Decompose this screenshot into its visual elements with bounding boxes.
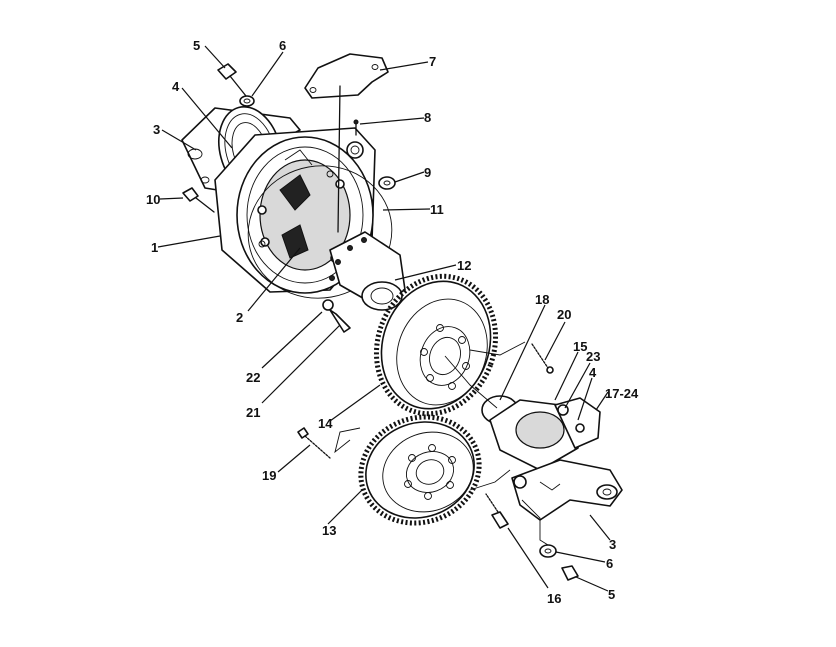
washer-top: [239, 95, 255, 107]
bolt-21-22: [322, 299, 351, 333]
stud-16: [485, 493, 509, 529]
callout-9: 9: [424, 165, 431, 180]
callout-20: 20: [557, 307, 571, 322]
callout-1: 1: [151, 240, 158, 255]
hub-sleeve: [329, 231, 406, 311]
callout-10: 10: [146, 192, 160, 207]
callout-13: 13: [322, 523, 336, 538]
callout-17-24: 17-24: [605, 386, 639, 401]
cover-plate: [304, 53, 389, 99]
drive-gear-lower: [358, 414, 482, 526]
callout-7: 7: [429, 54, 436, 69]
callout-11: 11: [430, 202, 444, 217]
callout-5-bottom: 5: [608, 587, 615, 602]
callout-18: 18: [535, 292, 549, 307]
capscrew-bottom: [561, 565, 579, 581]
stud-20: [531, 343, 554, 374]
callout-21: 21: [246, 405, 260, 420]
callout-22: 22: [246, 370, 260, 385]
callout-23: 23: [586, 349, 600, 364]
callout-4-top: 4: [172, 79, 180, 94]
callout-4-right: 4: [589, 365, 597, 380]
callout-3-top: 3: [153, 122, 160, 137]
assembly-lines: [334, 341, 549, 546]
shaft-centerline: [337, 85, 341, 233]
callout-6-top: 6: [279, 38, 286, 53]
bolt-10: [182, 187, 215, 213]
bearing-hub-assembly: [481, 395, 601, 471]
callout-8: 8: [424, 110, 431, 125]
setscrew-8: [353, 119, 359, 136]
washer-9: [378, 176, 396, 190]
callout-6-bottom: 6: [606, 556, 613, 571]
leader-lines: [157, 45, 611, 592]
housing-mount-bracket-lower: [511, 459, 623, 521]
washer-bottom: [539, 544, 557, 558]
stud-19: [297, 427, 331, 459]
callout-15: 15: [573, 339, 587, 354]
callout-14: 14: [318, 416, 333, 431]
callout-12: 12: [457, 258, 471, 273]
callout-2: 2: [236, 310, 243, 325]
callout-labels: 5 6 7 4 3 8 9 10 11 1 12 2 18 20 15 23 4…: [146, 38, 639, 606]
capscrew-top: [217, 63, 247, 97]
callout-3-bottom: 3: [609, 537, 616, 552]
callout-19: 19: [262, 468, 276, 483]
callout-5-top: 5: [193, 38, 200, 53]
callout-16: 16: [547, 591, 561, 606]
